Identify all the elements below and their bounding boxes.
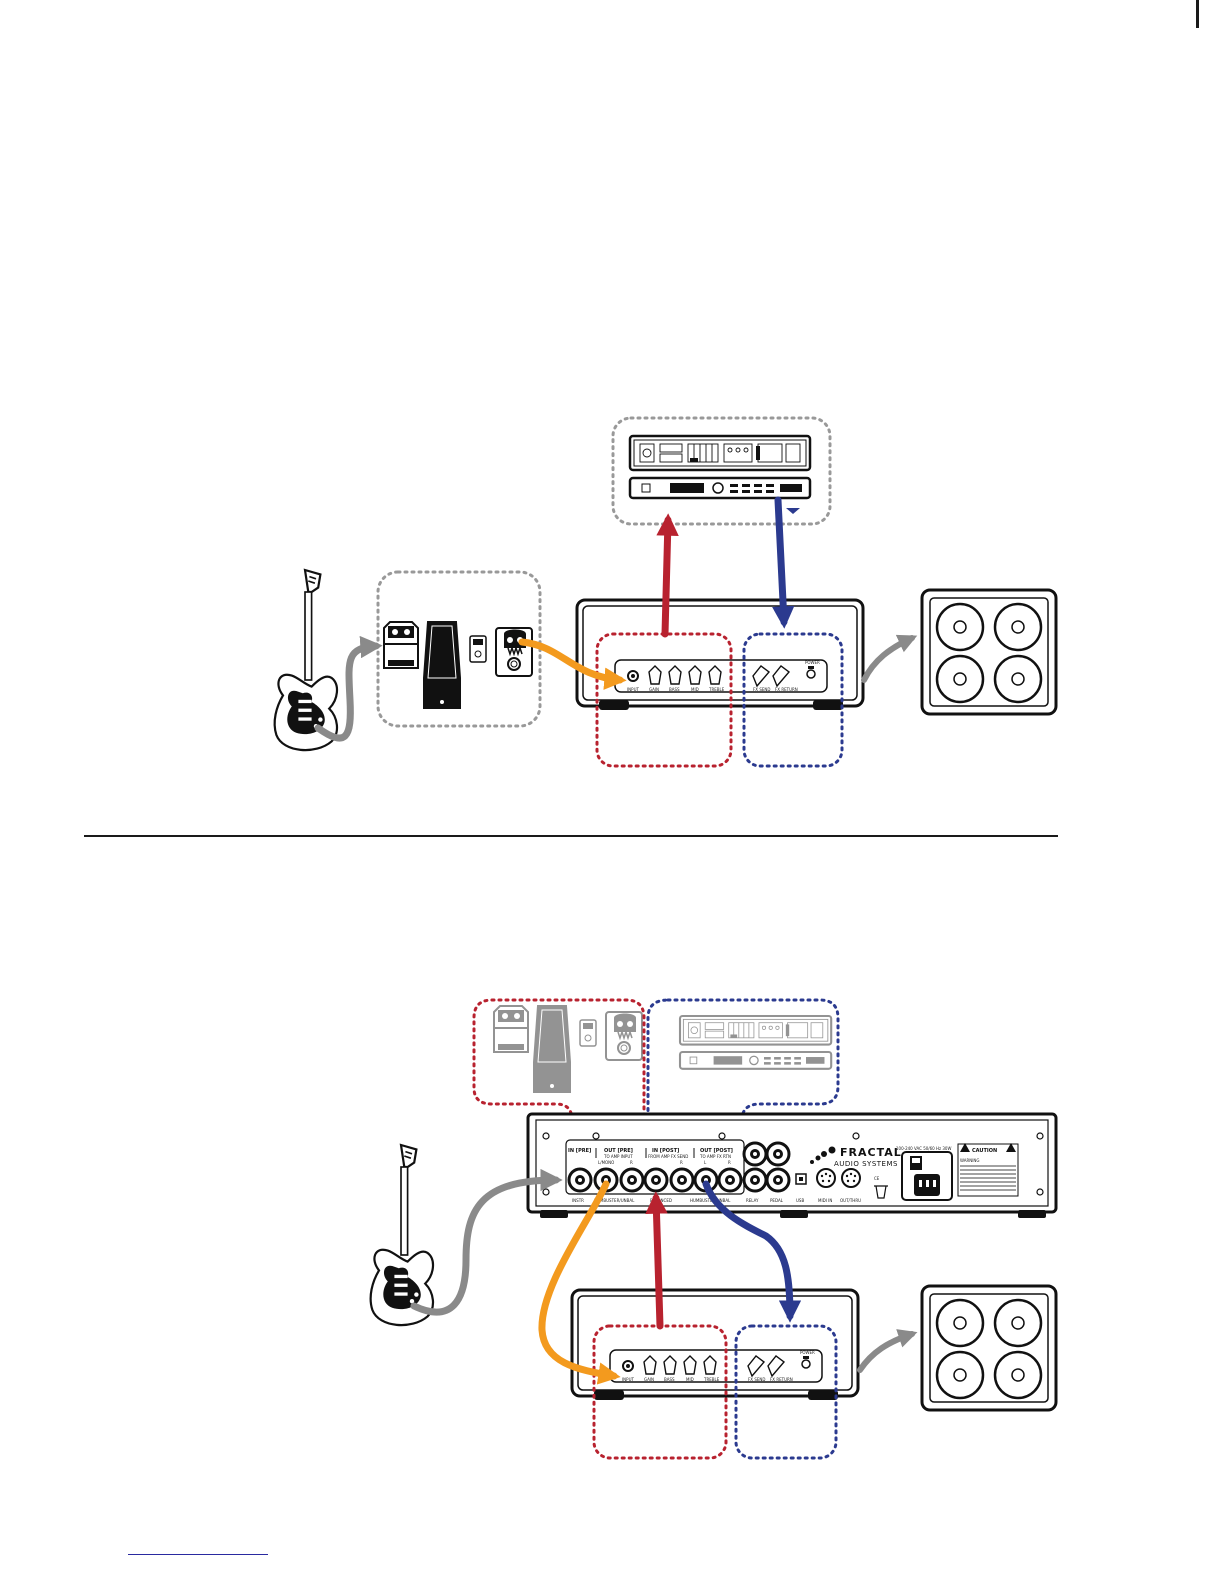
jack-in-post-r (671, 1169, 693, 1191)
speaker-cabinet (922, 590, 1056, 714)
brand-subtitle: AUDIO SYSTEMS (834, 1160, 898, 1168)
cable-amp-fx-send-to-in-post (656, 1198, 660, 1326)
rack-unit-bottom (630, 478, 810, 498)
jack-relay-2 (744, 1143, 766, 1165)
down-caret-icon (786, 508, 800, 514)
cable-amp-to-cab-2 (860, 1334, 912, 1370)
jack-out-post-r (719, 1169, 741, 1191)
section-divider (84, 835, 1058, 837)
footer-link-underline (128, 1554, 268, 1555)
jack-pedal-1 (767, 1169, 789, 1191)
label-usb: USB (796, 1198, 804, 1203)
diagram-axe-fx-four-cable: IN [PRE] OUT [PRE] IN [POST] OUT [POST] … (371, 1000, 1056, 1458)
label-midi-in: MIDI IN (818, 1198, 832, 1203)
label-r-1: R (630, 1160, 633, 1165)
cable-fx-send-to-rack (665, 520, 668, 634)
label-in-pre: IN [PRE] (568, 1148, 591, 1154)
label-instr: INSTR (572, 1198, 584, 1203)
midi-out-port (842, 1169, 860, 1187)
jack-in-post-l (645, 1169, 667, 1191)
label-pedal: PEDAL (770, 1198, 784, 1203)
midi-in-port (817, 1169, 835, 1187)
amp-head-front-2 (572, 1290, 858, 1400)
jack-pedal-2 (767, 1143, 789, 1165)
faded-pedals (494, 1006, 642, 1092)
amp-head-front (577, 600, 863, 710)
label-relay: RELAY (746, 1198, 759, 1203)
axe-fx-rear-panel: IN [PRE] OUT [PRE] IN [POST] OUT [POST] … (528, 1114, 1056, 1218)
stompbox-pedals (384, 622, 532, 708)
label-to-amp-input: TO AMP INPUT (603, 1154, 633, 1159)
jack-out-pre-r (621, 1169, 643, 1191)
cable-amp-to-cab (864, 638, 912, 680)
voltage-label: 100-240 VAC 50/60 Hz 30W (896, 1146, 951, 1151)
guitar-icon (275, 570, 337, 750)
diagram-four-cable-method (275, 418, 1056, 766)
label-r-3: R (728, 1160, 731, 1165)
ce-mark: CE (874, 1176, 880, 1181)
speaker-cabinet-2 (922, 1286, 1056, 1410)
caution-label: CAUTION (972, 1148, 997, 1154)
label-l-mono: L/MONO (598, 1160, 614, 1165)
jack-instr (569, 1169, 591, 1191)
guitar-icon-2 (371, 1145, 433, 1325)
label-from-amp-fx-send: FROM AMP FX SEND (648, 1154, 688, 1159)
label-to-amp-fx-rtn: TO AMP FX RTN (699, 1154, 731, 1159)
label-out-thru: OUT/THRU (840, 1198, 861, 1203)
label-r-2: R (680, 1160, 683, 1165)
faded-rack-units (680, 1016, 831, 1069)
rack-unit-top (630, 436, 810, 470)
brand-name: FRACTAL (840, 1146, 902, 1159)
jack-relay-1 (744, 1169, 766, 1191)
warning-label: WARNING (960, 1158, 980, 1163)
